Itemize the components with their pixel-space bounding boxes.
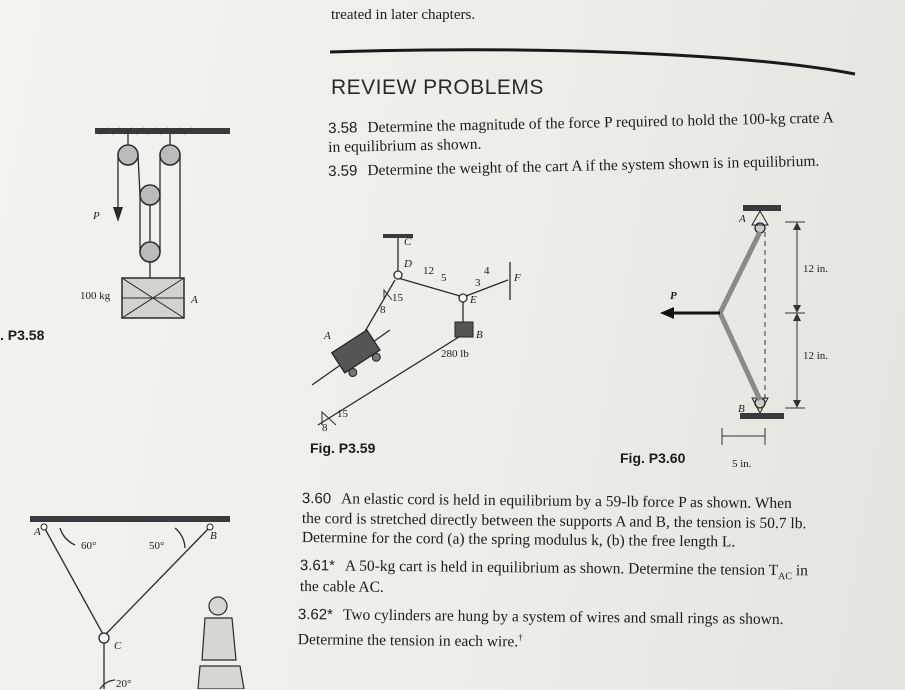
angle-bottom: 20° (116, 678, 132, 690)
slope-4: 4 (484, 265, 490, 277)
label-e: E (470, 294, 477, 306)
slope-15a: 15 (392, 292, 403, 304)
label-mass: 100 kg (80, 290, 111, 302)
section-heading: REVIEW PROBLEMS (331, 76, 544, 99)
label-a: A (324, 330, 331, 342)
label-crate: A (191, 294, 198, 306)
figure-caption-p3-59: Fig. P3.59 (310, 440, 376, 456)
label-p: P (670, 290, 677, 302)
label-a: A (739, 213, 746, 225)
slope-3: 3 (475, 277, 481, 289)
dim-lower: 12 in. (803, 350, 829, 362)
label-a: A (34, 526, 41, 538)
angle-50: 50° (149, 540, 165, 552)
label-c: C (404, 236, 412, 248)
top-text: treated in later chapters. (331, 7, 476, 23)
slope-5: 5 (441, 272, 447, 284)
label-weight: 280 lb (441, 348, 469, 360)
figure-caption-p3-60: Fig. P3.60 (620, 450, 686, 466)
slope-12: 12 (423, 265, 434, 277)
label-c: C (114, 640, 122, 652)
angle-60: 60° (81, 540, 97, 552)
label-force-p: P (93, 210, 100, 222)
slope-15b: 15 (337, 408, 348, 420)
label-b: B (210, 530, 217, 542)
figure-caption: . P3.58 (0, 327, 45, 343)
label-f: F (514, 272, 521, 284)
caption-text: P3.58 (7, 327, 45, 343)
label-b: B (738, 403, 745, 415)
slope-8a: 8 (380, 304, 386, 316)
slope-8b: 8 (322, 422, 328, 434)
label-b: B (476, 329, 483, 341)
dim-upper: 12 in. (803, 263, 829, 275)
dim-horizontal: 5 in. (732, 458, 752, 470)
label-d: D (404, 258, 412, 270)
